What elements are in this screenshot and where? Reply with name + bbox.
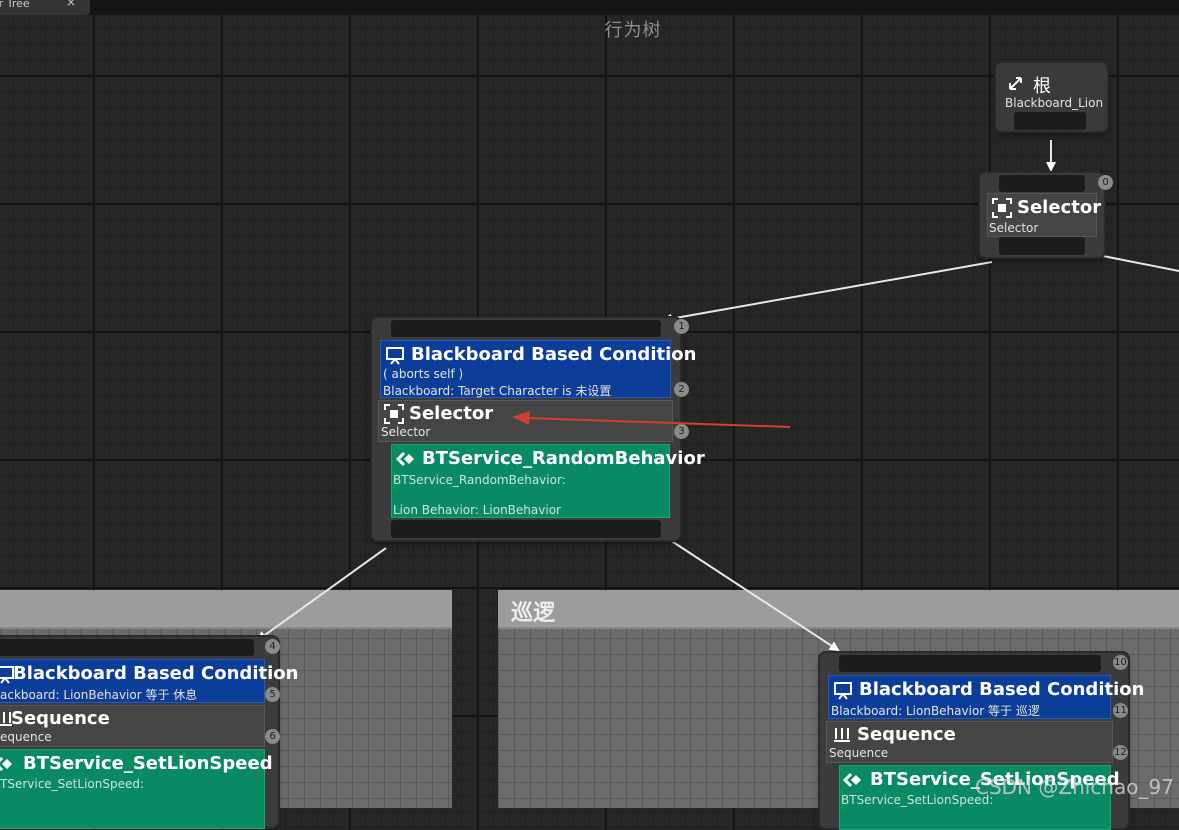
selector-icon [384,404,404,424]
root-node[interactable]: 根 Blackboard_Lion [996,63,1107,131]
input-pin[interactable] [999,175,1085,192]
root-output-pin[interactable] [1014,112,1086,130]
right-sequence-node[interactable]: 10 Blackboard Based Condition Blackboard… [820,653,1144,830]
decorator-icon [0,664,15,684]
decorator-title: Blackboard Based Condition [411,344,697,365]
service-line1: BTService_RandomBehavior: [393,473,566,487]
close-icon[interactable]: × [66,0,77,9]
decorator-line2: Blackboard: Target Character is 未设置 [383,384,612,398]
composite-title: Sequence [11,708,110,729]
decorator-title: Blackboard Based Condition [13,663,299,684]
output-pin[interactable] [391,520,661,538]
root-blackboard: Blackboard_Lion [1005,96,1104,110]
composite-index-badge: 3 [674,424,689,439]
decorator-index-badge: 2 [674,382,689,397]
composite-subtitle: equence [0,730,52,744]
top-selector-node[interactable]: 0 Selector Selector [980,173,1113,257]
node-index-badge: 4 [265,639,280,654]
decorator-blackboard-condition[interactable]: Blackboard Based Condition ( aborts self… [380,340,696,398]
selector-title: Selector [1017,197,1102,218]
service-line1: BTService_SetLionSpeed: [841,793,994,807]
composite-title: Sequence [857,724,956,745]
decorator-index-badge: 5 [265,687,280,702]
connection-wires [256,140,1179,652]
service-random-behavior[interactable]: BTService_RandomBehavior BTService_Rando… [391,444,705,518]
tab-behavior-tree[interactable]: or Tree × [0,0,90,15]
output-pin[interactable] [999,237,1085,255]
service-icon [0,754,14,774]
service-icon [842,770,863,790]
selector-subtitle: Selector [989,221,1039,235]
service-title: BTService_SetLionSpeed [23,753,273,774]
composite-subtitle: Sequence [829,746,889,760]
wire-selector-to-right [1102,255,1179,272]
node-index-badge: 10 [1113,655,1128,670]
input-pin[interactable] [839,655,1101,672]
annotation-arrow [512,411,791,428]
service-title: BTService_SetLionSpeed [870,769,1120,790]
decorator-line1: Blackboard: LionBehavior 等于 巡逻 [831,704,1040,718]
decorator-icon [385,345,405,365]
decorator-blackboard-condition[interactable]: Blackboard Based Condition Blackboard: L… [828,675,1144,719]
selector-icon [992,198,1012,218]
service-title: BTService_RandomBehavior [422,448,705,469]
decorator-blackboard-condition[interactable]: Blackboard Based Condition ackboard: Lio… [0,659,298,703]
wire-selector-to-middle [662,261,993,324]
service-icon [395,449,416,469]
watermark: CSDN @Zhichao_97 [975,775,1174,799]
sequence-icon [0,709,14,729]
root-icon [1006,73,1026,93]
composite-subtitle: Selector [381,425,431,439]
root-title: 根 [1033,76,1051,97]
composite-sequence[interactable]: Sequence Sequence [826,721,1113,763]
sequence-icon [832,725,852,745]
tab-bar: or Tree × [0,0,1179,15]
decorator-line1: ( aborts self ) [383,367,464,381]
comment-title: 巡逻 [511,601,556,626]
decorator-index-badge: 11 [1113,703,1128,718]
comment-title-bar[interactable]: 巡逻 [498,590,1179,629]
wire-middle-to-left [256,547,387,642]
selector-block[interactable]: Selector Selector [987,193,1101,237]
composite-sequence[interactable]: Sequence equence [0,705,265,747]
node-index-badge: 0 [1098,175,1113,190]
decorator-line1: ackboard: LionBehavior 等于 休息 [0,688,198,702]
composite-index-badge: 12 [1113,745,1128,760]
service-line2: Lion Behavior: LionBehavior [393,503,561,517]
decorator-icon [833,680,853,700]
composite-index-badge: 6 [265,729,280,744]
composite-title: Selector [409,403,494,424]
service-line1: TService_SetLionSpeed: [0,777,145,791]
wire-middle-to-right [669,539,840,652]
comment-title-bar[interactable] [0,590,452,629]
decorator-title: Blackboard Based Condition [859,679,1145,700]
graph-title: 行为树 [604,20,662,41]
node-index-badge: 1 [674,319,689,334]
input-pin[interactable] [391,320,661,337]
input-pin[interactable] [0,639,254,656]
left-sequence-node[interactable]: 4 Blackboard Based Condition ackboard: L… [0,637,298,829]
tab-label: or Tree [0,0,30,10]
